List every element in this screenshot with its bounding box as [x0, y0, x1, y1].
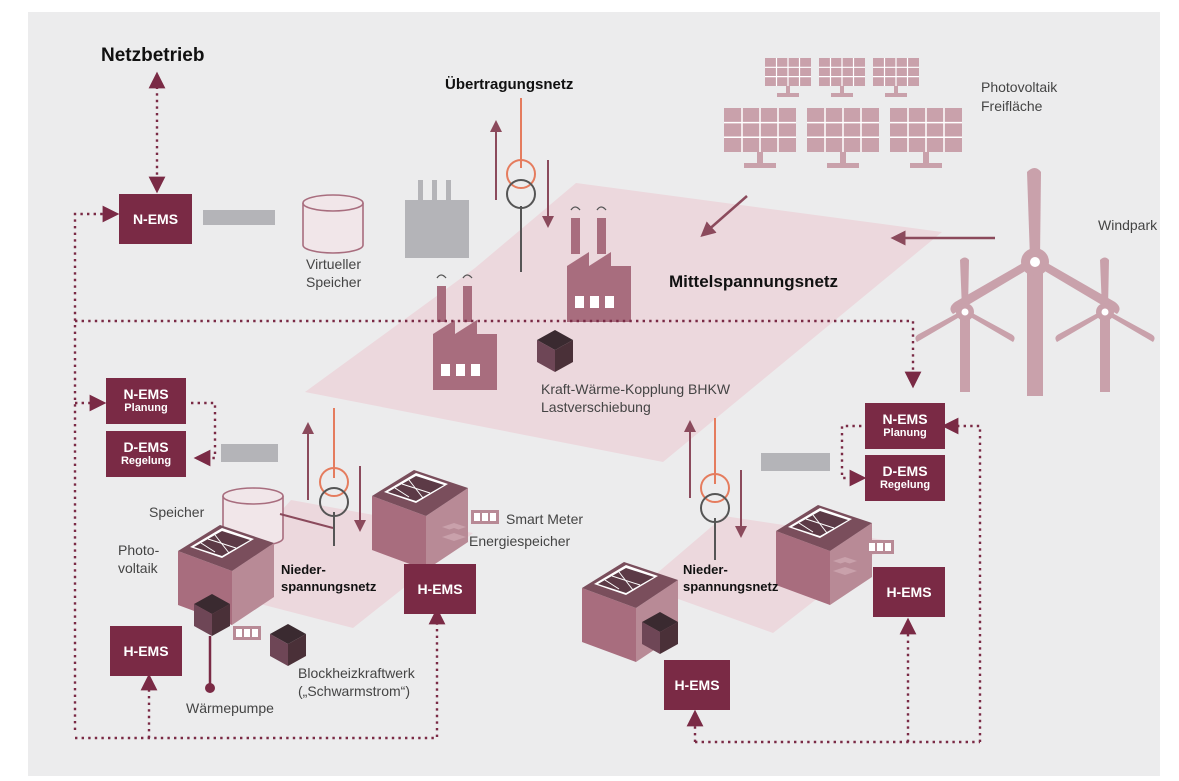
transformer-icon-left [302, 408, 366, 546]
grey-factory-icon [405, 180, 469, 258]
photovoltaik-line1: Photo- [118, 542, 160, 558]
pv-freiflaeche-line2: Freifläche [981, 98, 1043, 114]
n-ems-planung-left-title: N-EMS [123, 386, 169, 402]
virtueller-line2: Speicher [306, 274, 362, 290]
grey-link-right [761, 453, 830, 471]
virtueller-line1: Virtueller [306, 256, 361, 272]
kwk-line2: Lastverschiebung [541, 399, 651, 415]
n-ems-planung-right-box[interactable]: N-EMS Planung [865, 403, 945, 449]
kwk-line1: Kraft-Wärme-Kopplung BHKW [541, 381, 731, 397]
nieder-left-line2: spannungsnetz [281, 579, 377, 594]
d-ems-regelung-left-box[interactable]: D-EMS Regelung [106, 431, 186, 477]
h-ems-inner-left-box[interactable]: H-EMS [404, 564, 476, 614]
medium-voltage-plane [305, 183, 942, 462]
n-ems-planung-left-box[interactable]: N-EMS Planung [106, 378, 186, 424]
storage-tank-icon [302, 194, 364, 254]
nieder-right-line1: Nieder- [683, 562, 728, 577]
n-ems-planung-left-sub: Planung [124, 402, 168, 414]
smart-meter-icon-2 [233, 626, 261, 640]
nieder-left-line1: Nieder- [281, 562, 326, 577]
energiespeicher-label: Energiespeicher [469, 533, 571, 549]
d-ems-regelung-left-title: D-EMS [123, 439, 169, 455]
netzbetrieb-label: Netzbetrieb [101, 45, 205, 66]
n-ems-planung-right-sub: Planung [883, 427, 927, 439]
nieder-right-line2: spannungsnetz [683, 579, 779, 594]
h-ems-right-bottom-box[interactable]: H-EMS [664, 660, 730, 710]
transformer-icon-right [684, 418, 747, 560]
h-ems-right-side-label: H-EMS [886, 583, 932, 600]
h-ems-inner-left-label: H-EMS [417, 580, 463, 597]
bhkw-line2: („Schwarmstrom“) [298, 683, 410, 699]
smart-meter-icon [471, 510, 499, 524]
d-ems-regelung-left-sub: Regelung [120, 455, 172, 467]
h-ems-right-side-box[interactable]: H-EMS [873, 567, 945, 617]
waermepumpe-label: Wärmepumpe [186, 700, 274, 716]
pv-flow-arrow [700, 195, 748, 237]
control-connectors [73, 71, 982, 744]
bhkw-line1: Blockheizkraftwerk [298, 665, 415, 681]
wind-turbine-icon [915, 168, 1155, 396]
grey-link-top [203, 210, 275, 225]
h-ems-right-bottom-label: H-EMS [674, 676, 720, 693]
smart-meter-label: Smart Meter [506, 511, 584, 527]
grey-link-left [221, 444, 278, 462]
smart-meter-icon-3 [866, 540, 894, 554]
mittelspannungsnetz-label: Mittelspannungsnetz [669, 272, 839, 291]
n-ems-top-label: N-EMS [132, 210, 179, 227]
windpark-label: Windpark [1098, 217, 1158, 233]
speicher-label: Speicher [149, 504, 205, 520]
heat-pump-icon [205, 683, 215, 693]
n-ems-planung-right-title: N-EMS [882, 411, 928, 427]
d-ems-regelung-right-title: D-EMS [882, 463, 928, 479]
uebertragungsnetz-label: Übertragungsnetz [445, 76, 574, 93]
n-ems-top-box[interactable]: N-EMS [119, 194, 192, 244]
photovoltaik-line2: voltaik [118, 560, 158, 576]
h-ems-outer-left-box[interactable]: H-EMS [110, 626, 182, 676]
d-ems-regelung-right-box[interactable]: D-EMS Regelung [865, 455, 945, 501]
pv-freiflaeche-line1: Photovoltaik [981, 79, 1058, 95]
d-ems-regelung-right-sub: Regelung [879, 479, 931, 491]
h-ems-outer-left-label: H-EMS [123, 642, 169, 659]
transformer-icon [490, 98, 554, 272]
